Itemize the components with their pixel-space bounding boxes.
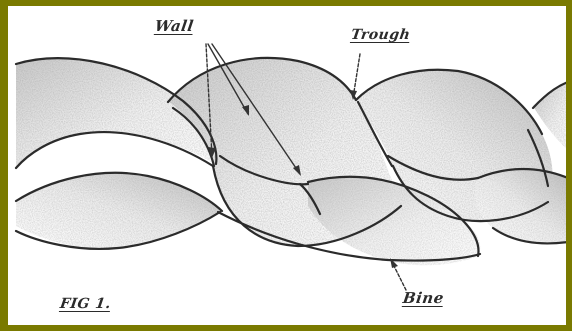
- strand-lower-left: [16, 173, 223, 249]
- label-wall: Wall: [154, 17, 195, 35]
- label-bine: Bine: [402, 289, 445, 307]
- figure-caption: FIG 1.: [59, 296, 112, 312]
- twisted-strands-sketch: [8, 6, 572, 331]
- label-trough: Trough: [350, 27, 412, 43]
